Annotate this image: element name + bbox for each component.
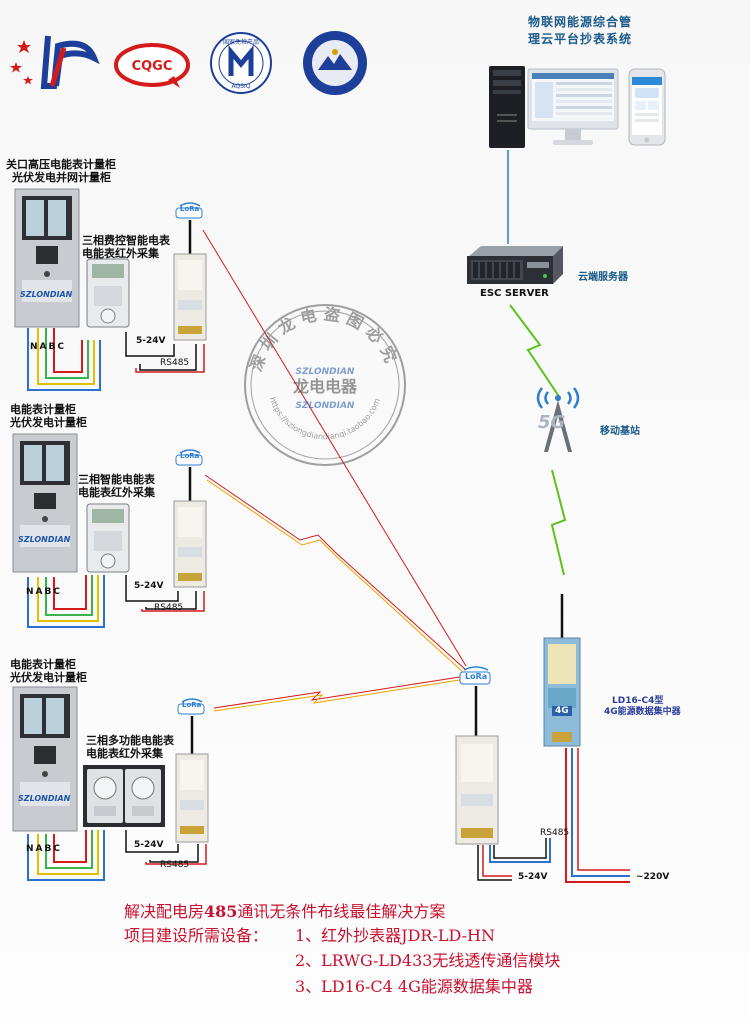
meter-label-2: 三相智能电能表 电能表红外采集 bbox=[78, 473, 155, 499]
bus-label-3: RS485 bbox=[160, 860, 190, 870]
meter-label-1: 三相费控智能电表 电能表红外采集 bbox=[82, 234, 170, 260]
cabinet-title-line2: 光伏发电计量柜 bbox=[10, 416, 87, 429]
multifunction-meters-3 bbox=[82, 764, 166, 828]
meter-label-line1: 三相费控智能电表 bbox=[82, 234, 170, 247]
concentrator-bus: RS485 bbox=[540, 828, 570, 838]
cabinet-brand-1: SZLONDIAN bbox=[20, 290, 73, 299]
wiring-2 bbox=[27, 575, 205, 628]
bus-label-2: RS485 bbox=[154, 603, 184, 613]
meter-label-line2: 电能表红外采集 bbox=[82, 247, 159, 260]
footer-item-3: 3、LD16-C4 4G能源数据集中器 bbox=[295, 977, 533, 996]
voltage-label-1: 5-24V bbox=[136, 336, 166, 346]
cloud-server-label: 云端服务器 bbox=[578, 272, 628, 283]
cabinet-title-line1: 电能表计量柜 bbox=[10, 658, 76, 671]
base-station-label: 移动基站 bbox=[600, 426, 640, 437]
voltage-label-3: 5-24V bbox=[134, 840, 164, 850]
cabinet-title-line1: 关口高压电能表计量柜 bbox=[6, 158, 116, 171]
watermark-arc-text: 深圳龙电盗图必究 bbox=[246, 304, 403, 374]
footer-headline-bold: 485 bbox=[204, 902, 238, 921]
meter-cabinet-3: SZLONDIAN bbox=[12, 686, 78, 832]
footer-item-2: 2、LRWG-LD433无线透传通信模块 bbox=[295, 951, 561, 970]
footer-headline-post: 通讯无条件布线最佳解决方案 bbox=[237, 902, 446, 921]
gateway-voltage: 5-24V bbox=[518, 872, 548, 882]
watermark-brand-bottom: SZLONDIAN bbox=[296, 401, 355, 411]
meter-cabinet-2: SZLONDIAN bbox=[12, 433, 78, 573]
smart-meter-1 bbox=[86, 258, 130, 328]
lora-module-2: LoRa bbox=[170, 447, 210, 595]
lora-link-2-yellow bbox=[206, 479, 465, 674]
concentrator-label-line1: LD16-C4型 bbox=[612, 696, 664, 706]
cabinet-brand-2: SZLONDIAN bbox=[18, 535, 71, 544]
lora-link-1 bbox=[202, 229, 467, 667]
5g-base-station-icon bbox=[532, 372, 584, 454]
lora-module-3: LoRa bbox=[172, 696, 212, 850]
wiring-1 bbox=[27, 328, 205, 391]
cabinet-title-line2: 光伏发电计量柜 bbox=[10, 671, 87, 684]
system-title: 物联网能源综合管 理云平台抄表系统 bbox=[510, 14, 650, 48]
lora-badge-3: LoRa bbox=[182, 701, 202, 709]
meter-label-line2: 电能表红外采集 bbox=[86, 747, 163, 760]
5g-badge: 5G bbox=[538, 412, 566, 433]
concentrator-voltage: ~220V bbox=[636, 872, 670, 882]
lora-gateway: LoRa bbox=[452, 664, 502, 852]
meter-label-line1: 三相智能电能表 bbox=[78, 473, 155, 486]
lora-badge-1: LoRa bbox=[180, 205, 200, 213]
cabinet-title-3: 电能表计量柜 光伏发电计量柜 bbox=[10, 658, 87, 684]
national-bottom-text: AQSIQ bbox=[231, 83, 250, 90]
national-top-text: 国家免检产品 bbox=[223, 38, 259, 46]
cabinet-title-line1: 电能表计量柜 bbox=[10, 403, 76, 416]
system-title-line1: 物联网能源综合管 bbox=[527, 15, 632, 29]
link-server-basestation bbox=[509, 304, 561, 399]
logo-cqgc: CQGC bbox=[112, 40, 192, 90]
cabinet-title-1: 关口高压电能表计量柜 光伏发电并网计量柜 bbox=[6, 158, 116, 184]
bus-label-1: RS485 bbox=[160, 358, 190, 368]
lora-link-3-red bbox=[213, 675, 467, 709]
mobile-phone bbox=[628, 68, 666, 146]
concentrator-label-line2: 4G能源数据集中器 bbox=[604, 707, 681, 717]
logo-national-inspection: 国家免检产品 AQSIQ bbox=[205, 30, 277, 96]
server-name: ESC SERVER bbox=[480, 288, 549, 299]
watermark-seal: 深圳龙电盗图必究 https://szlongdiandianqi.taobao… bbox=[240, 300, 410, 470]
system-title-line2: 理云平台抄表系统 bbox=[527, 32, 632, 46]
logo-accreditation-seal bbox=[300, 28, 370, 98]
wiring-3 bbox=[27, 830, 207, 881]
cqgc-text: CQGC bbox=[132, 59, 173, 74]
cabinet-title-2: 电能表计量柜 光伏发电计量柜 bbox=[10, 403, 87, 429]
watermark-center: 龙电电器 bbox=[292, 377, 358, 396]
concentrator-label: LD16-C4型 4G能源数据集中器 bbox=[604, 696, 681, 718]
footer-headline: 解决配电房485通讯无条件布线最佳解决方案 bbox=[124, 898, 445, 922]
cabinet-brand-3: SZLONDIAN bbox=[18, 794, 71, 803]
pc-monitor bbox=[527, 68, 619, 150]
footer-headline-pre: 解决配电房 bbox=[124, 902, 205, 921]
gateway-lora-badge: LoRa bbox=[465, 672, 488, 681]
link-basestation-concentrator bbox=[550, 469, 567, 576]
concentrator-badge: 4G bbox=[552, 706, 572, 716]
esc-server bbox=[465, 244, 565, 286]
smart-meter-2 bbox=[86, 503, 130, 573]
meter-label-3: 三相多功能电能表 电能表红外采集 bbox=[86, 734, 174, 760]
voltage-label-2: 5-24V bbox=[134, 581, 164, 591]
lora-module-1: LoRa bbox=[170, 200, 210, 348]
meter-label-line2: 电能表红外采集 bbox=[78, 486, 155, 499]
footer-item-1: 1、红外抄表器JDR-LD-HN bbox=[295, 926, 495, 945]
footer-equipment-prefix: 项目建设所需设备： bbox=[124, 926, 269, 945]
meter-cabinet-1: SZLONDIAN bbox=[14, 188, 80, 328]
pc-tower bbox=[487, 64, 527, 150]
watermark-brand-top: SZLONDIAN bbox=[296, 367, 355, 377]
cabinet-title-line2: 光伏发电并网计量柜 bbox=[12, 171, 111, 184]
lora-link-3-yellow bbox=[213, 678, 467, 712]
logo-red-flag bbox=[6, 28, 106, 90]
lora-link-2-red bbox=[204, 474, 467, 671]
lora-badge-2: LoRa bbox=[180, 452, 200, 460]
meter-label-line1: 三相多功能电能表 bbox=[86, 734, 174, 747]
4g-concentrator: 4G bbox=[542, 592, 582, 754]
